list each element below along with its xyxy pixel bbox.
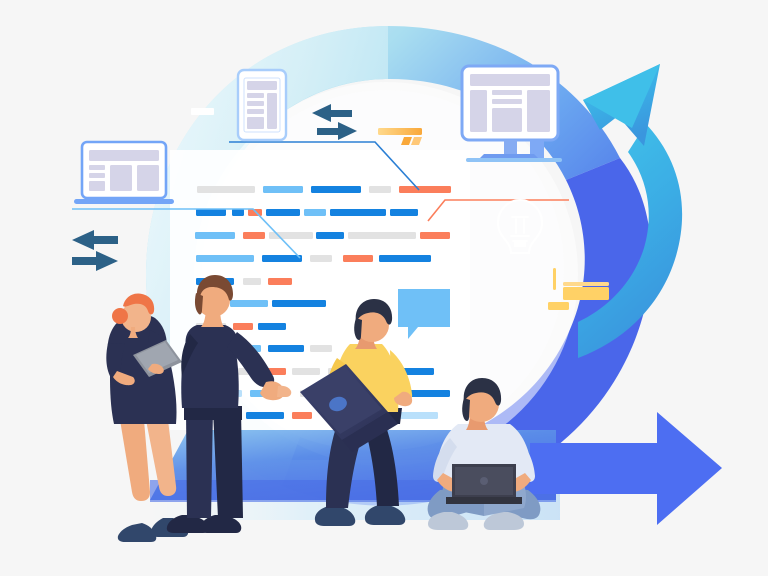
code-line-segment xyxy=(420,232,450,239)
code-line-segment xyxy=(263,186,303,193)
yellow-tag-top xyxy=(378,128,422,135)
exchange-arrows-icon-left xyxy=(72,230,118,271)
code-line-segment xyxy=(262,255,302,262)
code-line-segment xyxy=(379,255,431,262)
yellow-tag-chip xyxy=(401,137,412,145)
connector-laptop xyxy=(72,208,301,259)
code-line-segment xyxy=(292,412,312,419)
connector-tablet xyxy=(229,141,420,191)
tablet-held-by-woman xyxy=(133,340,182,377)
yellow-card-right xyxy=(563,287,609,300)
code-line-segment xyxy=(266,209,300,216)
laptop-on-lap-yellow xyxy=(300,364,398,452)
code-line-segment xyxy=(330,209,386,216)
code-line-segment xyxy=(197,186,255,193)
code-line-segment xyxy=(232,209,244,216)
yellow-chip-right xyxy=(548,302,569,310)
code-line-segment xyxy=(196,209,226,216)
code-line-segment xyxy=(196,255,254,262)
code-line-row xyxy=(197,186,451,193)
tablet-device-icon xyxy=(236,68,288,142)
laptop-device-icon xyxy=(74,140,174,204)
code-line-row xyxy=(196,255,431,262)
code-line-segment xyxy=(369,186,391,193)
code-line-segment xyxy=(195,232,235,239)
code-line-segment xyxy=(399,186,451,193)
code-line-segment xyxy=(268,345,304,352)
exchange-arrows-icon-top xyxy=(312,104,357,140)
connector-monitor xyxy=(427,199,569,222)
person-man-in-suit xyxy=(166,275,292,533)
code-line-segment xyxy=(343,255,373,262)
code-line-segment xyxy=(316,232,344,239)
code-line-segment xyxy=(390,209,418,216)
chat-speech-bubble xyxy=(398,289,450,339)
code-line-segment xyxy=(243,278,261,285)
yellow-decor-group xyxy=(378,128,609,310)
person-woman-with-tablet xyxy=(106,293,189,542)
connector-lines xyxy=(72,141,569,259)
code-line-segment xyxy=(246,412,284,419)
code-line-segment xyxy=(243,232,265,239)
forward-delivery-arrow xyxy=(530,412,722,525)
lightbulb-idea-icon xyxy=(496,198,544,255)
code-line-segment xyxy=(272,300,326,307)
code-line-segment xyxy=(311,186,361,193)
code-line-segment xyxy=(310,345,332,352)
laptop-on-lap-sitting xyxy=(446,464,522,504)
code-line-row xyxy=(195,232,450,239)
monitor-device-icon xyxy=(460,64,562,162)
code-line-segment xyxy=(310,255,332,262)
person-man-sitting-crosslegged xyxy=(427,378,541,530)
code-line-segment xyxy=(348,232,416,239)
code-line-segment xyxy=(268,278,292,285)
code-line-segment xyxy=(398,412,438,419)
code-line-segment xyxy=(233,323,253,330)
curved-return-arrow xyxy=(578,64,683,358)
code-line-segment xyxy=(304,209,326,216)
white-dash-accent xyxy=(191,108,214,115)
person-man-yellow-sweater xyxy=(300,299,413,526)
code-line-segment xyxy=(258,323,286,330)
code-line-segment xyxy=(230,300,268,307)
code-line-segment xyxy=(292,368,320,375)
